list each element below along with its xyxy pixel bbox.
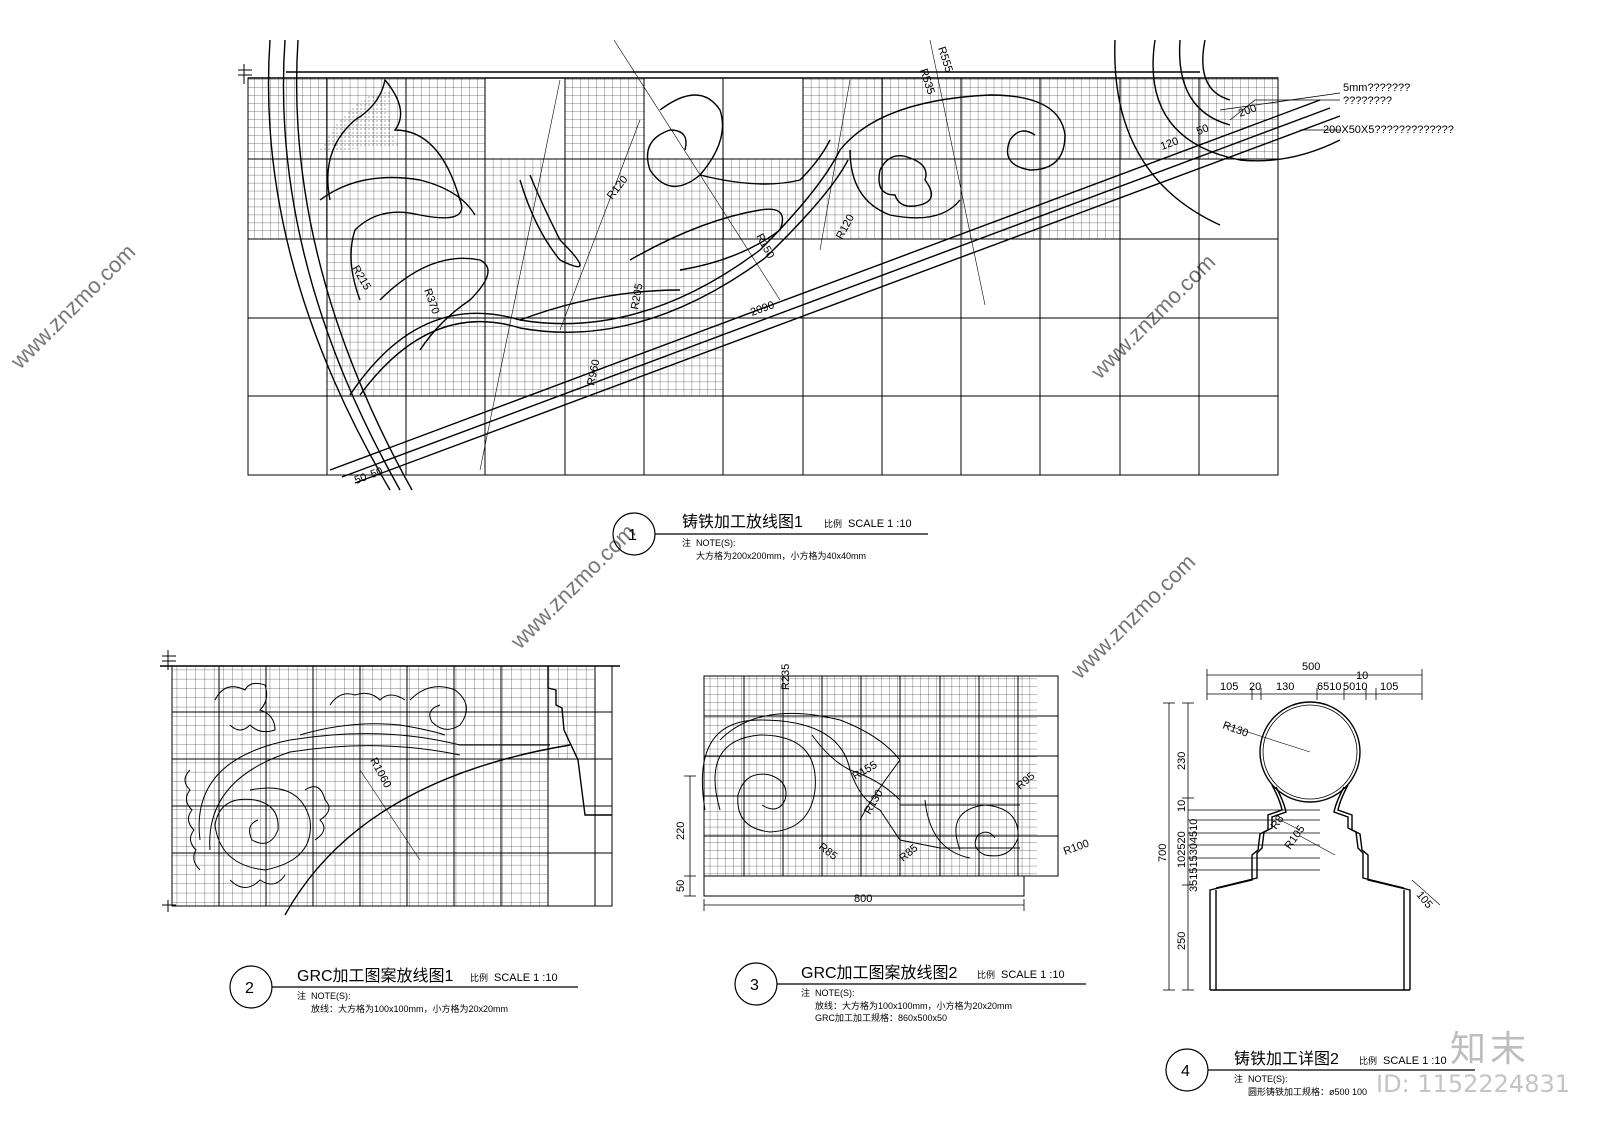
watermark-id: ID: 1152224831 — [1376, 1070, 1570, 1098]
watermark-logo: 知末 — [1449, 1029, 1530, 1070]
dim-230: 230 — [1176, 752, 1188, 770]
panel-2-note-line1: 放线：大方格为100x100mm，小方格为20x20mm — [311, 1003, 508, 1014]
panel-3-note-line2: GRC加工加工规格：860x500x50 — [815, 1012, 947, 1023]
panel-4-note-label: 注 — [1234, 1073, 1243, 1084]
panel-3-note-label: 注 — [801, 987, 810, 998]
panel-4-title: 铸铁加工详图2 — [1234, 1050, 1339, 1068]
watermark-site-4: www.znzmo.com — [1065, 549, 1200, 684]
panel-2-scale-prefix: 比例 — [470, 972, 488, 983]
panel-3-scale: SCALE 1 :10 — [1001, 969, 1065, 981]
panel-4-note-line1: 圆形铸铁加工规格：ø500 100 — [1248, 1086, 1367, 1097]
watermark-site-1: www.znzmo.com — [5, 239, 140, 374]
panel-4-scale: SCALE 1 :10 — [1383, 1055, 1447, 1067]
panel-2-drawing: R1060 2 GRC加工图案放线图1 比例 SCALE 1 :10 注 NOT… — [160, 650, 620, 1014]
dim-r130: R130 — [1221, 720, 1250, 740]
dim-r960: R960 — [585, 358, 602, 386]
panel-1-number: 1 — [628, 527, 637, 544]
panel-2-note-head: NOTE(S): — [311, 991, 351, 1001]
dim-105-a: 105 — [1220, 681, 1238, 693]
dim-r100: R100 — [1062, 838, 1091, 858]
dim-50: 50 — [675, 880, 687, 892]
dim-700: 700 — [1157, 844, 1169, 862]
dim-250: 250 — [1176, 932, 1188, 950]
panel-1-title: 铸铁加工放线图1 — [682, 513, 803, 531]
panel-3-drawing: R235 R95 R155 R130 R100 R85 R85 220 50 8… — [675, 664, 1091, 1023]
dim-10: 10 — [1356, 670, 1368, 682]
dim-800: 800 — [854, 893, 872, 905]
panel-2-number: 2 — [245, 980, 254, 997]
panel-1-note-label: 注 — [682, 537, 691, 548]
panel-1-scale-prefix: 比例 — [824, 518, 842, 529]
dim-10-b: 10 — [1176, 800, 1188, 812]
panel-3-scale-prefix: 比例 — [977, 969, 995, 980]
dim-50-a: 50 — [1195, 122, 1211, 137]
panel-1-note-line1: 大方格为200x200mm，小方格为40x40mm — [696, 550, 866, 561]
panel-2-title: GRC加工图案放线图1 — [297, 967, 454, 985]
panel-4-number: 4 — [1181, 1063, 1190, 1080]
dim-5010: 5010 — [1343, 681, 1367, 693]
panel-2-note-label: 注 — [297, 990, 306, 1001]
side-note-2: ???????? — [1343, 95, 1392, 107]
dim-r205: R205 — [629, 283, 645, 311]
dim-120: 120 — [1159, 135, 1180, 153]
panel-1-note-head: NOTE(S): — [696, 538, 736, 548]
dim-50-b: 50 — [353, 471, 369, 486]
panel-3-number: 3 — [750, 977, 759, 994]
dim-50-c: 50 — [369, 465, 385, 480]
dim-351515304510: 351515304510 — [1188, 819, 1200, 892]
dim-r105: R105 — [1283, 823, 1308, 851]
dim-r555: R555 — [935, 45, 955, 74]
dim-105-c: 105 — [1414, 889, 1435, 911]
dim-500: 500 — [1302, 661, 1320, 673]
panel-1-scale: SCALE 1 :10 — [848, 518, 912, 530]
panel-3-title: GRC加工图案放线图2 — [801, 964, 958, 982]
watermark-site-2: www.znzmo.com — [1085, 249, 1220, 384]
dim-6510: 6510 — [1317, 681, 1341, 693]
side-note-3: 200X50X5????????????? — [1323, 124, 1454, 136]
dim-105-b: 105 — [1380, 681, 1398, 693]
panel-4-note-head: NOTE(S): — [1248, 1074, 1288, 1084]
dim-102520: 102520 — [1176, 831, 1188, 868]
panel-4-scale-prefix: 比例 — [1359, 1055, 1377, 1066]
panel-2-scale: SCALE 1 :10 — [494, 972, 558, 984]
side-note-1: 5mm??????? — [1343, 82, 1410, 94]
panel-1-drawing: R120 R535 R555 R150 R120 R205 R215 R370 … — [238, 39, 1454, 561]
dim-20: 20 — [1249, 681, 1261, 693]
panel-3-note-head: NOTE(S): — [815, 988, 855, 998]
dim-r235: R235 — [780, 664, 792, 690]
dim-220: 220 — [675, 822, 687, 840]
panel-4-drawing: 500 105 20 130 6510 5010 105 10 R130 R10… — [1157, 661, 1475, 1097]
dim-130: 130 — [1276, 681, 1294, 693]
watermark-site-3: www.znzmo.com — [505, 519, 640, 654]
panel-3-note-line1: 放线：大方格为100x100mm，小方格为20x20mm — [815, 1000, 1012, 1011]
